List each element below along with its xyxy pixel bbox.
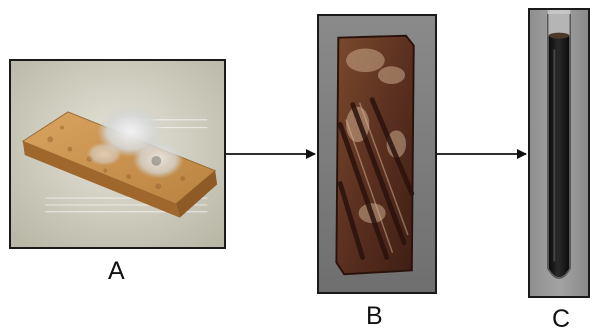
panel-b-photo [317,14,437,294]
panel-label-b: B [366,304,383,329]
test-tube-image [530,10,588,296]
fermented-substrate-image [319,16,435,292]
bread-mold-image [11,61,224,247]
panel-label-c: C [552,307,570,332]
panel-a-photo [9,59,226,249]
panel-c-photo [528,8,590,298]
panel-label-a: A [108,259,125,284]
